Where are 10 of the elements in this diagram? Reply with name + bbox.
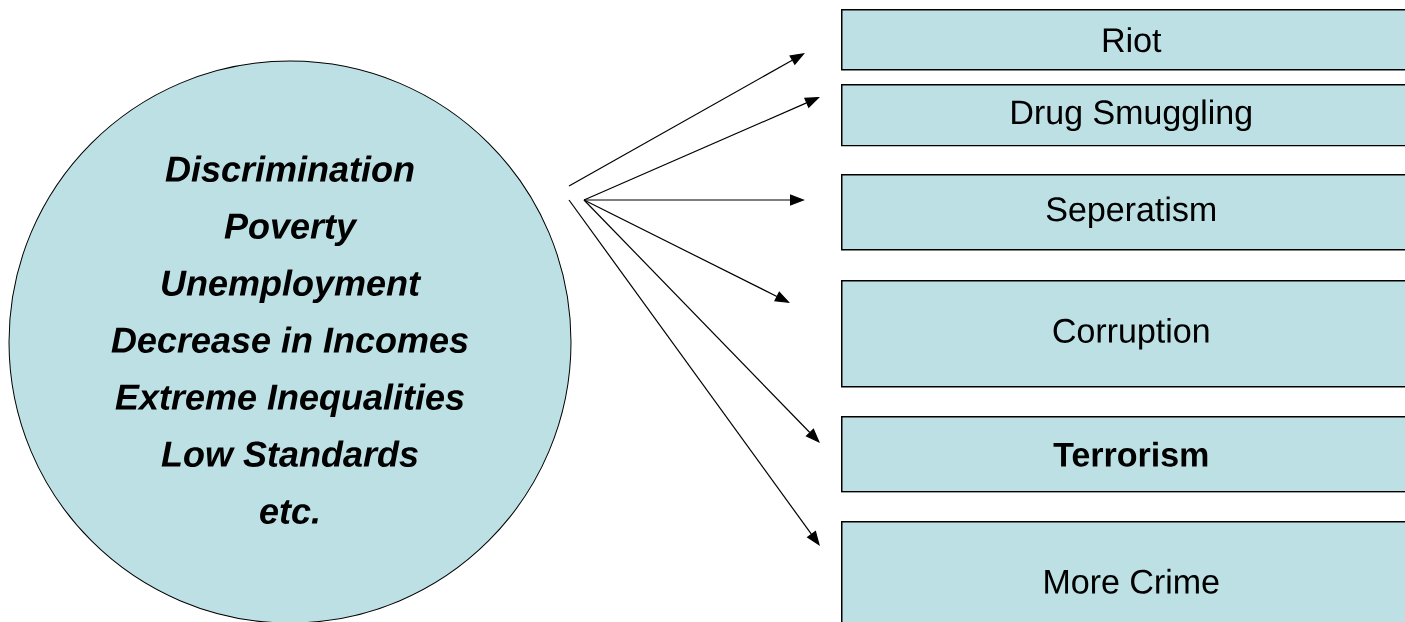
arrow [568, 53, 805, 187]
category-box: More Crime [841, 521, 1405, 622]
arrow [583, 199, 790, 303]
category-box: Corruption [841, 280, 1405, 388]
category-box: Riot [841, 9, 1405, 71]
category-box: Drug Smuggling [841, 84, 1405, 147]
arrow [568, 199, 820, 546]
category-box: Seperatism [841, 174, 1405, 251]
category-box: Terrorism [841, 416, 1405, 493]
arrow [583, 199, 820, 443]
